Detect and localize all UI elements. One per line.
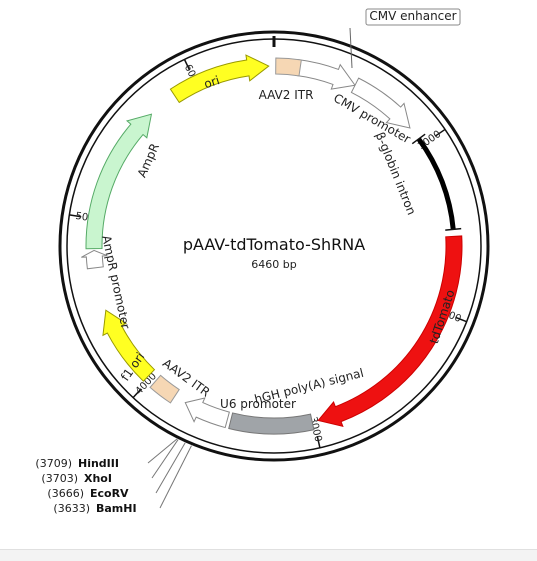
plasmid-name: pAAV-tdTomato-ShRNA [183,235,365,254]
site-position: (3709) [35,457,72,470]
tick-mark [183,59,191,71]
label-cmv-enhancer: CMV enhancer [369,9,456,23]
site-leader-line [147,438,178,464]
site-xhoi: XhoI [84,472,112,485]
feature-cmv-enhancer [295,58,356,90]
callout-line [349,27,353,69]
site-leader-line [155,442,186,494]
feature-u6-promoter [184,397,230,429]
plasmid-map: 100020003000400050006000 CMV enhancerCMV… [35,8,490,515]
site-position: (3666) [47,487,84,500]
feature-tdtomato [317,235,463,428]
label-aav2-itr-right: AAV2 ITR [259,88,314,102]
feature-beta-globin-intron [416,137,456,230]
feature-end-cap [411,133,426,145]
tick-mark [455,316,467,323]
center-label: pAAV-tdTomato-ShRNA 6460 bp [183,235,365,271]
tick-mark [434,128,446,137]
plasmid-length: 6460 bp [251,258,296,271]
callout-box [365,8,461,26]
label-ampr-promoter: AmpR promoter [99,234,133,330]
site-leader-line [151,439,179,479]
tick-mark [69,214,82,218]
backbone [58,30,490,462]
site-ecorv: EcoRV [90,487,129,500]
feature-ampr-promoter [81,249,108,270]
feature-f1-ori [102,309,156,382]
feature-ori [169,54,270,104]
label-u6-promoter: U6 promoter [220,397,296,411]
label-ampr: AmpR [135,141,162,179]
label-ori: ori [202,73,221,91]
site-position: (3703) [41,472,78,485]
site-position: (3633) [53,502,90,515]
label-beta-globin-intron: β-globin intron [373,130,419,217]
site-bamhi: BamHI [96,502,137,515]
site-hindiii: HindIII [78,457,119,470]
features [81,54,463,435]
tick-mark [132,388,142,399]
feature-hgh-polya [228,412,315,435]
feature-end-cap [445,227,462,231]
restriction-sites: (3709) HindIII(3703) XhoI(3666) EcoRV(3633)… [35,438,192,515]
bottom-bar [0,549,537,561]
tick-mark [316,435,321,449]
feature-aav2-itr-right [275,57,302,77]
backbone-outer-ring [58,30,490,462]
feature-aav2-itr-left [149,374,180,404]
site-leader-line [159,445,192,509]
feature-cmv-promoter [350,77,411,129]
feature-ampr [85,113,153,250]
